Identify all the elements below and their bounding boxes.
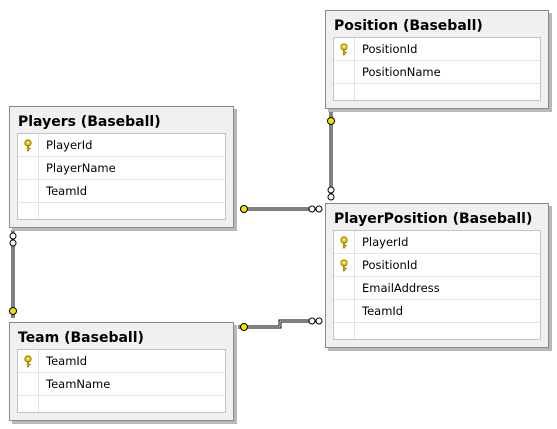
column-row[interactable]: PositionId [334,38,540,61]
one-end-icon [9,307,17,315]
column-name: PositionName [362,65,441,79]
column-name: TeamId [46,184,88,198]
empty-row [18,203,225,219]
column-selector [18,180,39,202]
column-row[interactable]: TeamName [18,373,225,396]
one-end-icon [240,205,248,213]
empty-row [334,323,540,339]
column-selector [334,61,355,83]
column-name: TeamName [46,377,111,391]
column-row[interactable]: PlayerId [334,231,540,254]
rel-team-playerposition[interactable] [238,317,323,331]
many-end-icon [327,193,335,201]
rel-players-playerposition[interactable] [240,205,323,213]
primary-key-icon [18,350,39,372]
rel-team-players[interactable] [9,230,17,318]
empty-row [334,84,540,100]
column-row[interactable]: TeamId [18,350,225,373]
column-row[interactable]: PositionId [334,254,540,277]
column-selector [18,157,39,179]
table-title: Team (Baseball) [18,330,144,346]
column-row[interactable]: TeamId [334,300,540,323]
many-end-icon [9,239,17,247]
primary-key-icon [334,38,355,60]
column-name: PlayerName [46,161,116,175]
column-name: TeamId [362,304,404,318]
many-end-icon [308,205,316,213]
column-name: PlayerId [46,138,93,152]
column-selector [334,84,355,100]
column-selector [334,323,355,339]
column-selector [334,277,355,299]
column-name: PositionId [362,42,418,56]
column-name: PositionId [362,258,418,272]
many-end-icon [308,317,316,325]
column-selector [18,203,39,219]
many-end-icon [9,232,17,240]
one-end-icon [327,117,335,125]
column-row[interactable]: EmailAddress [334,277,540,300]
column-row[interactable]: PlayerName [18,157,225,180]
many-end-icon [315,205,323,213]
table-title: PlayerPosition (Baseball) [334,211,533,227]
rel-position-playerposition[interactable] [327,112,335,201]
empty-row [18,396,225,412]
column-name: PlayerId [362,235,409,249]
column-row[interactable]: PositionName [334,61,540,84]
column-name: EmailAddress [362,281,440,295]
many-end-icon [327,186,335,194]
column-selector [18,396,39,412]
one-end-icon [240,323,248,331]
column-row[interactable]: TeamId [18,180,225,203]
table-title: Players (Baseball) [18,114,161,130]
column-name: TeamId [46,354,88,368]
primary-key-icon [18,134,39,156]
column-selector [334,300,355,322]
primary-key-icon [334,231,355,253]
many-end-icon [315,317,323,325]
primary-key-icon [334,254,355,276]
column-row[interactable]: PlayerId [18,134,225,157]
table-title: Position (Baseball) [334,18,483,34]
column-selector [18,373,39,395]
